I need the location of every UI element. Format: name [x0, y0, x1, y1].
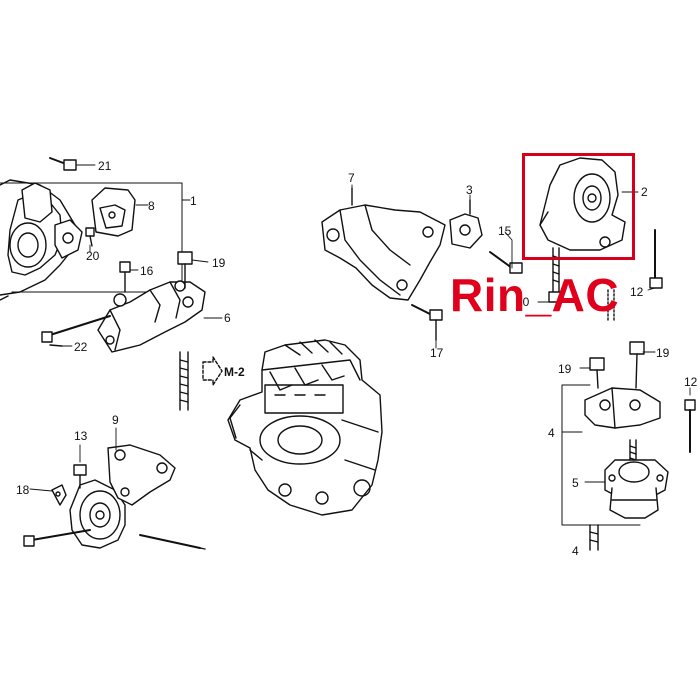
callout-7: 7: [348, 171, 355, 185]
leader-lines: [29, 164, 691, 492]
watermark-text: Rin_AC: [450, 269, 620, 321]
callout-2: 2: [641, 185, 648, 199]
callout-5: 5: [572, 476, 579, 490]
callout-4: 4: [548, 426, 555, 440]
callout-4-bottom: 4: [572, 544, 579, 558]
bracket-6: [41, 251, 223, 411]
callout-21: 21: [98, 159, 112, 173]
callout-19-right-b: 19: [656, 346, 670, 360]
engine-block: [227, 339, 383, 516]
callout-20: 20: [86, 249, 100, 263]
callout-18: 18: [16, 483, 30, 497]
top-blank-area: [0, 0, 700, 140]
ref-label-m2: M-2: [224, 365, 245, 379]
callout-8: 8: [148, 199, 155, 213]
bottom-blank-area: [0, 560, 700, 700]
callout-labels: 21 1 8 20 16 19 6 22 M-2 7 3 15 17 2 10 …: [16, 159, 698, 558]
callout-15: 15: [498, 224, 512, 238]
callout-6: 6: [224, 311, 231, 325]
callout-10: 10: [516, 295, 530, 309]
callout-19-left: 19: [212, 256, 226, 270]
mount-assembly-4: [561, 341, 696, 551]
callout-9: 9: [112, 413, 119, 427]
highlight-frame: [522, 153, 635, 260]
callout-13: 13: [74, 429, 88, 443]
mount-assembly-1: [0, 157, 191, 301]
callout-12-right: 12: [684, 375, 698, 389]
callout-12-top: 12: [630, 285, 644, 299]
callout-22: 22: [74, 340, 88, 354]
bracket-7: [321, 187, 523, 341]
callout-1: 1: [190, 194, 197, 208]
callout-16: 16: [140, 264, 154, 278]
mount-assembly-9: [23, 444, 206, 550]
callout-19-right-a: 19: [558, 362, 572, 376]
mount-2: [539, 157, 663, 321]
callout-17: 17: [430, 346, 444, 360]
callout-3: 3: [466, 183, 473, 197]
